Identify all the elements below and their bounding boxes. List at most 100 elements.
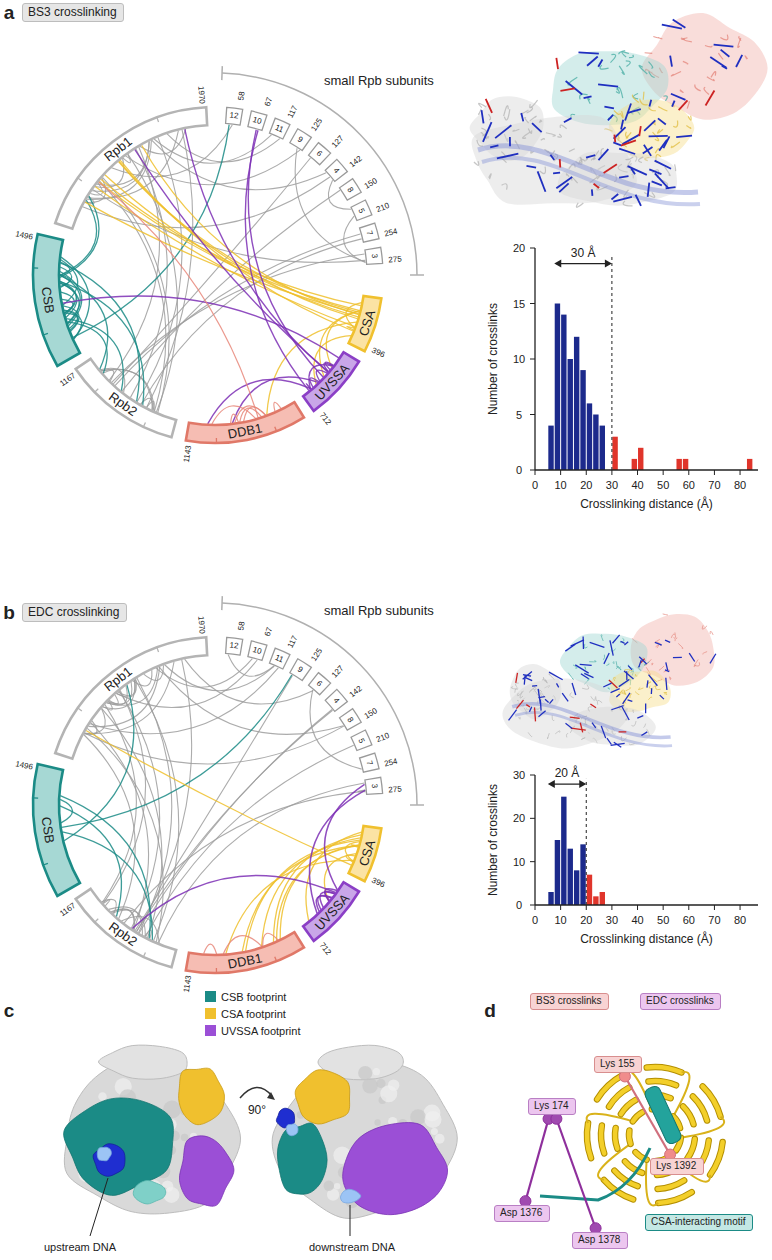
protein-strand: [540, 167, 546, 174]
subunit-band: [269, 648, 289, 669]
crosslink-stick: [526, 705, 530, 707]
beta-strand: [633, 1112, 643, 1121]
protein-strand: [620, 111, 623, 117]
axis-tick: [530, 359, 535, 360]
protein-strand: [644, 192, 654, 197]
crosslink-chord: [60, 799, 72, 822]
histogram: [530, 248, 758, 475]
csa-cartoon: [587, 1067, 725, 1205]
axis-tick: [586, 470, 587, 475]
histogram-bar: [600, 892, 605, 905]
rotation-label: 90°: [248, 1104, 266, 1116]
surface-texture: [324, 1181, 334, 1191]
beta-strand: [658, 1192, 692, 1203]
crosslink-chord: [248, 130, 323, 378]
crosslink-stick: [665, 640, 670, 642]
crosslink-stick: [652, 181, 662, 185]
protein-strand: [519, 717, 520, 719]
protein-loop: [681, 1117, 724, 1138]
protein-strand: [566, 734, 568, 738]
band-tick: [78, 178, 82, 181]
subunit-band: [309, 143, 331, 165]
tick-label: 50: [657, 480, 669, 491]
legend-row: CSA footprint: [205, 1007, 286, 1021]
protein-strand: [638, 687, 643, 689]
subunit-name: 11: [274, 653, 285, 664]
surface-texture: [435, 1134, 445, 1144]
crosslink-chord: [99, 182, 360, 311]
band-tick: [157, 117, 159, 122]
tick-label: 10: [555, 480, 567, 491]
node-text: BS3 crosslinks: [536, 995, 603, 1008]
protein-strand: [649, 686, 652, 689]
band-tick: [78, 708, 82, 711]
subunit-name: Rpb2: [106, 390, 139, 419]
protein-strand: [588, 98, 591, 104]
crosslink-stick: [516, 673, 518, 683]
beta-strand: [683, 1106, 694, 1124]
tick-label: 0: [516, 900, 522, 911]
crosslink-chord: [102, 177, 169, 412]
surface-texture: [163, 1187, 179, 1203]
surface-texture: [424, 1111, 441, 1128]
crosslink-stick: [624, 671, 633, 679]
tick-label: 60: [683, 915, 695, 926]
crosslink-stick: [649, 135, 668, 137]
tick-label: 20: [513, 813, 525, 824]
csa-footprint: [179, 1068, 225, 1125]
subunit-name: 10: [252, 116, 263, 126]
crosslink-stick: [660, 695, 664, 699]
subunit-name: 5: [357, 737, 366, 744]
axis-tick: [530, 775, 535, 776]
histogram-bar: [600, 426, 605, 470]
subunit-band: [76, 359, 176, 437]
protein-strand: [557, 134, 561, 137]
beta-strand: [703, 1086, 721, 1116]
subunit-band: [340, 709, 362, 731]
subunit-name: 7: [365, 760, 374, 766]
protein-strand: [702, 652, 707, 655]
crosslink-stick: [639, 126, 641, 136]
group-label: small Rpb subunits: [324, 73, 434, 86]
protein-strand: [664, 692, 667, 693]
protein-strand: [680, 90, 683, 93]
tick-label: 50: [657, 915, 669, 926]
crosslink-stick: [559, 183, 568, 192]
protein-strand: [678, 643, 683, 648]
node-text: Lys 174: [534, 1100, 570, 1113]
protein-strand: [626, 61, 630, 67]
node-text: EDC crosslinking: [28, 605, 121, 620]
crosslink-stick: [572, 683, 576, 695]
crosslink-chord: [99, 182, 259, 418]
protein-strand: [675, 164, 676, 171]
crosslink-stick: [621, 140, 636, 145]
residue-count: 127: [330, 664, 345, 679]
axis-tick: [688, 905, 689, 910]
subunit-band: [349, 296, 382, 351]
crosslink-stick: [616, 694, 619, 697]
crosslink-chord: [135, 149, 329, 371]
subunit-band: [351, 200, 372, 220]
protein-strand: [658, 129, 663, 133]
crosslink-chord: [135, 675, 292, 930]
beta-strand: [693, 1096, 707, 1120]
protein-strand: [664, 693, 667, 695]
protein-strand: [651, 663, 653, 665]
uvssa-footprint: [343, 1123, 448, 1215]
protein-strand: [655, 149, 659, 154]
tick-label: 80: [734, 915, 746, 926]
protein-strand: [622, 52, 629, 57]
crosslink-stick: [619, 149, 635, 154]
protein-strand: [479, 109, 482, 115]
crosslink-stick: [604, 164, 617, 173]
cutoff-line: [586, 779, 587, 905]
tick-label: 30: [606, 480, 618, 491]
protein-strand: [517, 700, 518, 701]
residue-label: Lys 1392: [650, 1158, 704, 1175]
subunit-name: DDB1: [227, 421, 264, 440]
crosslink-stick: [550, 155, 554, 160]
protein-strand: [560, 125, 566, 129]
subunit-band: [33, 234, 80, 366]
crosslink-stick: [584, 673, 593, 677]
